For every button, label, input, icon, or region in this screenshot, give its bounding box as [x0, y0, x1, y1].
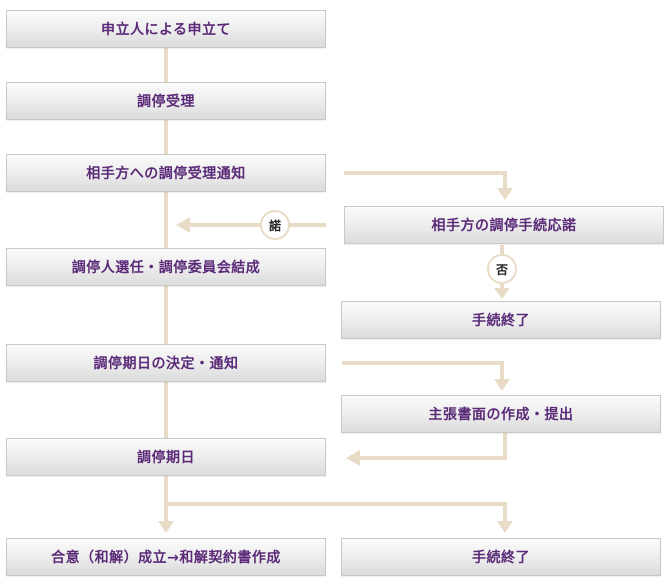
badge-yes: 諾: [260, 210, 290, 240]
step-hearing-date: 調停期日: [6, 438, 326, 476]
step-termination-1: 手続終了: [341, 301, 661, 339]
arrowhead-consent: [497, 188, 513, 200]
step-settlement: 合意（和解）成立→和解契約書作成: [6, 538, 326, 576]
connector-to-consent: [344, 171, 507, 190]
step-acceptance: 調停受理: [6, 82, 326, 120]
step-mediator-selection: 調停人選任・調停委員会結成: [6, 248, 326, 286]
step-termination-2: 手続終了: [341, 538, 661, 576]
step-respondent-consent: 相手方の調停手続応諾: [344, 206, 664, 244]
step-application: 申立人による申立て: [6, 10, 326, 48]
step-brief-submission: 主張書面の作成・提出: [341, 395, 661, 433]
arrowhead-no: [494, 288, 510, 299]
arrowhead-yes: [176, 217, 190, 233]
connector-split: [166, 502, 507, 521]
step-notice-to-respondent: 相手方への調停受理通知: [6, 154, 326, 192]
connector-brief-back: [360, 433, 507, 460]
arrowhead-bottom-right: [497, 521, 513, 533]
badge-no: 否: [487, 254, 517, 284]
arrowhead-brief: [494, 379, 510, 391]
connector-to-brief: [342, 361, 504, 381]
arrowhead-hearing: [346, 450, 360, 466]
step-date-notice: 調停期日の決定・通知: [6, 344, 326, 382]
arrowhead-bottom-left: [158, 521, 174, 533]
